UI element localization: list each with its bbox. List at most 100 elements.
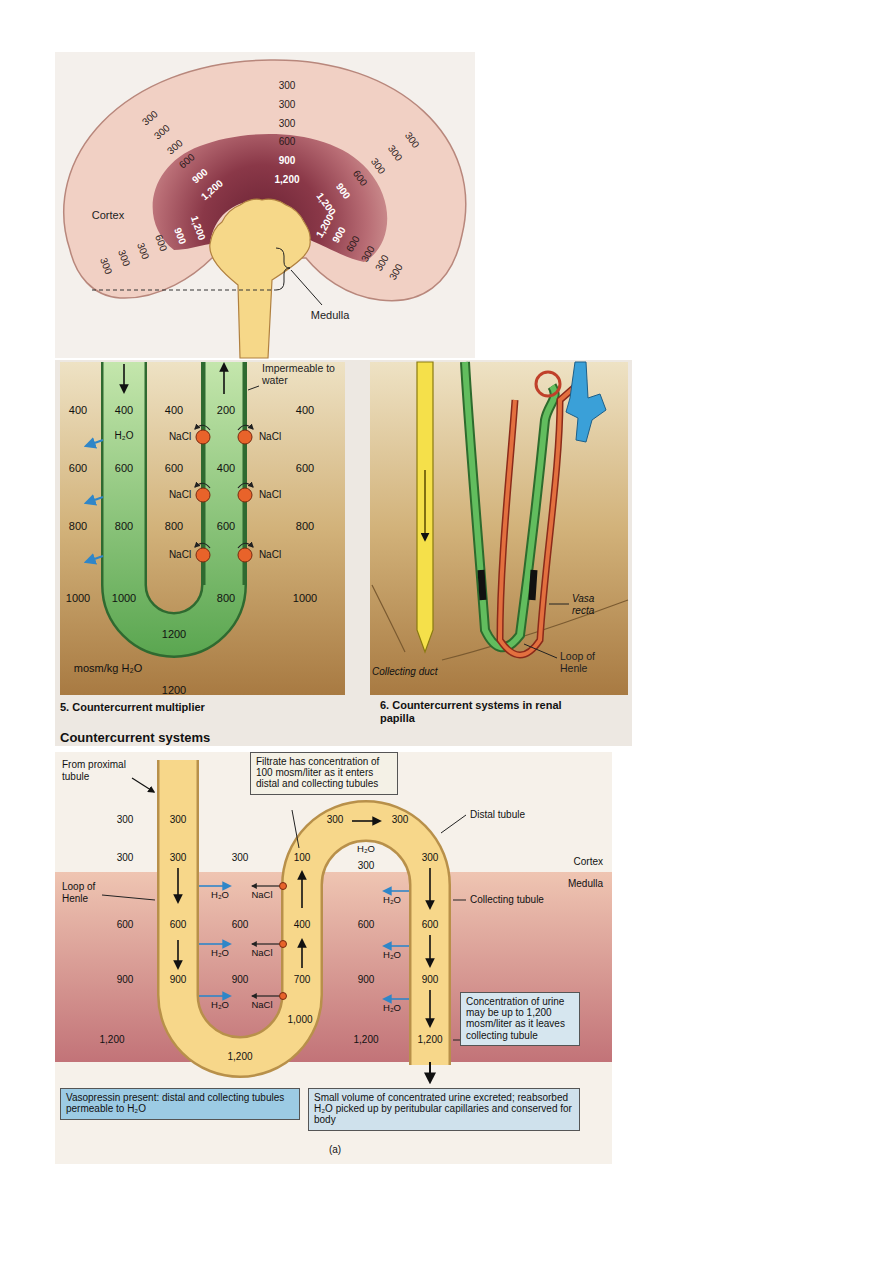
osmolarity-value: 900: [279, 155, 296, 167]
flow-arrow: [384, 890, 409, 892]
nacl-pump: [280, 883, 287, 890]
osmolarity-value: mosm/kg H₂O: [74, 662, 142, 675]
flow-arrow: [301, 872, 303, 908]
flow-arrow: [86, 440, 103, 446]
osmolarity-value: 300: [368, 155, 387, 175]
osmolarity-value: 800: [217, 592, 235, 605]
structure-label: Collecting tubule: [470, 894, 544, 906]
osmolarity-value: 800: [69, 520, 87, 533]
osmolarity-value: 300: [116, 249, 133, 269]
structure-label: (a): [329, 1144, 341, 1156]
osmolarity-value: 600: [165, 462, 183, 475]
flow-arrow: [384, 945, 409, 947]
osmolarity-value: 400: [294, 919, 311, 931]
osmolarity-value: 300: [327, 814, 344, 826]
solute-label: H₂O: [211, 948, 229, 959]
callout-box: Filtrate has concentration of 100 mosm/l…: [250, 752, 398, 795]
osmolarity-value: 600: [358, 919, 375, 931]
countercurrent-panel: [55, 360, 632, 746]
osmolarity-value: 900: [422, 974, 439, 986]
osmolarity-value: 600: [153, 233, 170, 253]
osmolarity-value: 300: [422, 852, 439, 864]
osmolarity-value: 900: [190, 166, 210, 186]
solute-label: NaCl: [251, 1000, 272, 1011]
osmolarity-value: 600: [351, 168, 370, 188]
leader-line: [102, 810, 466, 1040]
osmolarity-value: 600: [232, 919, 249, 931]
glomerulus: [536, 372, 560, 396]
osmolarity-value: 600: [115, 462, 133, 475]
structure-label: Distal tubule: [470, 809, 525, 821]
structure-label: Loop of Henle: [62, 881, 112, 904]
osmolarity-value: 300: [98, 256, 115, 276]
solute-label: NaCl: [169, 549, 191, 561]
osmolarity-value: 1,200: [227, 1051, 252, 1063]
flow-arrow: [86, 497, 103, 503]
osmolarity-value: 300: [170, 852, 187, 864]
structure-label: Medulla: [568, 878, 603, 890]
flow-arrow: [132, 778, 154, 792]
flow-arrow: [252, 995, 281, 996]
solute-label: H₂O: [115, 430, 134, 442]
kidney-panel: [55, 52, 475, 358]
solute-label: H₂O: [383, 1003, 401, 1014]
flow-arrow: [123, 364, 125, 392]
osmolarity-value: 900: [170, 974, 187, 986]
solute-label: NaCl: [259, 489, 281, 501]
osmolarity-value: 1200: [162, 628, 186, 641]
osmolarity-value: 300: [140, 108, 160, 128]
osmolarity-value: 600: [296, 462, 314, 475]
osmolarity-value: 300: [402, 130, 421, 150]
flow-arrow: [429, 990, 431, 1026]
flow-arrow: [252, 943, 281, 944]
osmolarity-value: 800: [115, 520, 133, 533]
solute-label: H₂O: [357, 844, 375, 855]
collecting-duct: [417, 362, 433, 652]
solute-label: NaCl: [169, 431, 191, 443]
nacl-pump: [196, 488, 210, 502]
renal-pelvis: [210, 199, 310, 358]
osmolarity-value: 400: [115, 404, 133, 417]
flow-arrow: [429, 868, 431, 908]
osmolarity-value: 200: [217, 404, 235, 417]
solute-label: NaCl: [169, 489, 191, 501]
annotation-label: Loop of Henle: [560, 650, 610, 674]
nacl-pump: [238, 430, 252, 444]
flow-arrow: [301, 940, 303, 968]
osmolarity-value: 1,000: [287, 1014, 312, 1026]
pump-arrow: [238, 425, 253, 430]
leader-line: [291, 270, 322, 305]
flow-arrow: [199, 943, 230, 945]
osmolarity-value: 900: [334, 181, 353, 201]
osmolarity-value: 300: [165, 137, 185, 157]
note-box: Vasopressin present: distal and collecti…: [60, 1088, 300, 1120]
multiplier-ground: [60, 362, 345, 695]
flow-arrow: [199, 885, 230, 887]
solute-label: NaCl: [251, 890, 272, 901]
nacl-pump: [196, 430, 210, 444]
osmolarity-value: 300: [135, 241, 152, 261]
osmolarity-value: 900: [171, 226, 188, 246]
region-label: Medulla: [311, 309, 350, 322]
osmolarity-value: 300: [385, 143, 404, 163]
structure-label: Collecting duct: [372, 666, 438, 678]
tubule-panel: [55, 752, 612, 1164]
box-text: Concentration of urine may be up to 1,20…: [466, 996, 574, 1041]
osmolarity-value: 1,200: [99, 1034, 124, 1046]
osmolarity-value: 1000: [112, 592, 136, 605]
flow-arrow: [429, 935, 431, 966]
dark-segment: [481, 570, 534, 600]
osmolarity-value: 300: [279, 80, 296, 92]
osmolarity-value: 600: [422, 919, 439, 931]
osmolarity-value: 800: [165, 520, 183, 533]
pump-arrow: [195, 425, 210, 430]
nacl-pump: [280, 993, 287, 1000]
osmolarity-value: 300: [232, 852, 249, 864]
figure-caption: 5. Countercurrent multiplier: [60, 701, 205, 714]
osmolarity-value: 600: [217, 520, 235, 533]
solute-label: H₂O: [383, 895, 401, 906]
solute-label: NaCl: [251, 948, 272, 959]
